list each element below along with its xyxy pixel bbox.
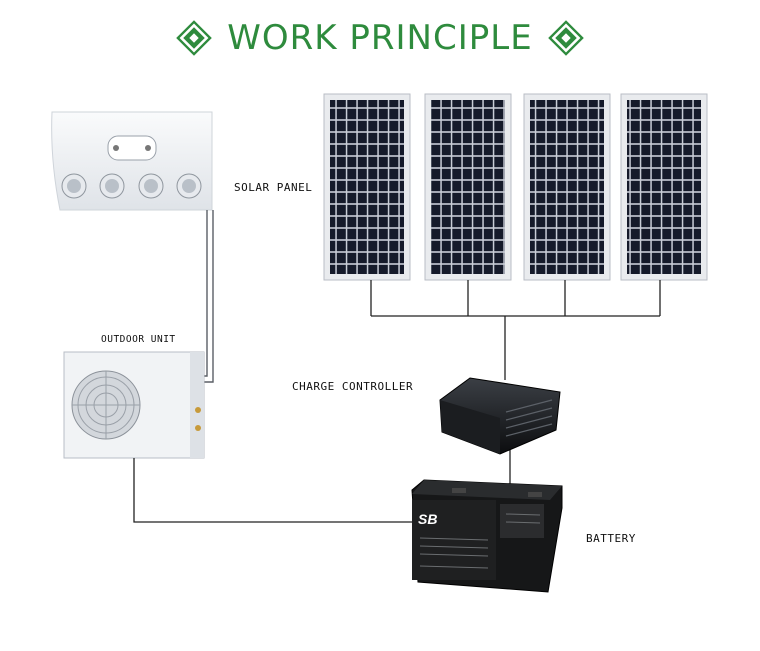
battery-brand: SB [418,511,437,527]
solar-panel-label: SOLAR PANEL [234,181,313,194]
solar-panel-2 [424,93,512,281]
indoor-unit [51,111,213,211]
solar-panel-3 [523,93,611,281]
outdoor-unit [63,351,205,459]
charge-controller-label: CHARGE CONTROLLER [292,380,414,393]
solar-panel-4 [620,93,708,281]
page-title-row: WORK PRINCIPLE [0,18,760,58]
solar-panel-1 [323,93,411,281]
left-diamond-icon [176,20,213,56]
page-title: WORK PRINCIPLE [227,18,533,58]
battery-label: BATTERY [586,532,636,545]
outdoor-unit-label: OUTDOOR UNIT [101,334,176,345]
battery: SB [411,479,563,593]
right-diamond-icon [547,20,584,56]
